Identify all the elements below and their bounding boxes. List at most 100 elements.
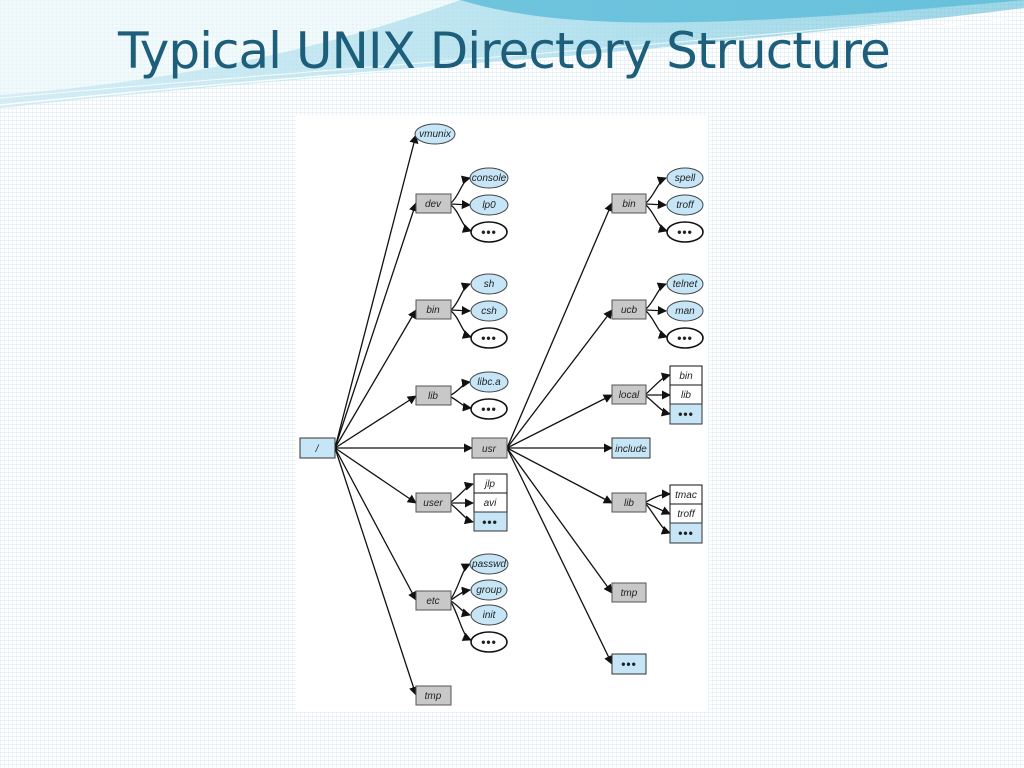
usr-lib-troff-node[interactable]: troff xyxy=(669,503,703,524)
usr-tmp-label: tmp xyxy=(621,588,638,599)
bin-directory-node[interactable]: bin xyxy=(415,299,452,320)
usr-lib-more-label: ••• xyxy=(678,526,694,540)
user-more-label: ••• xyxy=(482,515,498,529)
usr-bin-troff-label: troff xyxy=(676,200,694,211)
user-more-node[interactable]: ••• xyxy=(473,511,508,532)
usr-bin-more-label: ••• xyxy=(677,225,693,239)
usr-ucb-more-node[interactable]: ••• xyxy=(666,327,704,349)
etc-passwd-node[interactable]: passwd xyxy=(469,553,509,575)
usr-ucb-telnet-node[interactable]: telnet xyxy=(666,273,704,295)
usr-more-node[interactable]: ••• xyxy=(611,653,647,675)
etc-group-node[interactable]: group xyxy=(470,579,508,601)
usr-label: usr xyxy=(482,444,497,455)
usr-ucb-more-label: ••• xyxy=(677,331,693,345)
tmp-label: tmp xyxy=(425,691,442,702)
usr-lib-directory-node[interactable]: lib xyxy=(611,492,647,513)
lib-label: lib xyxy=(428,391,438,402)
etc-directory-node[interactable]: etc xyxy=(415,590,452,611)
dev-console-label: console xyxy=(472,173,507,184)
usr-bin-label: bin xyxy=(622,199,636,210)
usr-lib-more-node[interactable]: ••• xyxy=(669,522,703,544)
bin-csh-label: csh xyxy=(481,306,497,317)
bin-edges xyxy=(450,282,472,339)
etc-more-label: ••• xyxy=(481,635,497,649)
tmp-directory-node[interactable]: tmp xyxy=(415,685,452,706)
dev-more-label: ••• xyxy=(481,225,497,239)
usr-ucb-man-node[interactable]: man xyxy=(666,300,704,322)
dev-lp0-label: lp0 xyxy=(482,200,496,211)
etc-passwd-label: passwd xyxy=(471,559,506,570)
user-jlp-label: jlp xyxy=(483,479,495,490)
usr-bin-troff-node[interactable]: troff xyxy=(666,194,704,216)
bin-sh-node[interactable]: sh xyxy=(470,273,508,295)
usr-bin-more-node[interactable]: ••• xyxy=(666,221,704,243)
user-directory-node[interactable]: user xyxy=(415,492,452,513)
dev-more-node[interactable]: ••• xyxy=(470,221,508,243)
bin-csh-node[interactable]: csh xyxy=(470,300,508,322)
usr-local-lib-label: lib xyxy=(681,390,691,401)
usr-local-edges xyxy=(645,372,671,417)
user-avi-label: avi xyxy=(484,498,498,509)
etc-group-label: group xyxy=(476,585,502,596)
lib-more-label: ••• xyxy=(481,402,497,416)
dev-edges xyxy=(450,175,472,233)
lib-edges xyxy=(450,378,472,412)
page-title: Typical UNIX Directory Structure xyxy=(118,22,891,80)
dev-console-node[interactable]: console xyxy=(469,167,509,189)
dev-lp0-node[interactable]: lp0 xyxy=(469,194,509,216)
root-directory-node[interactable]: / xyxy=(299,437,336,459)
usr-local-lib-node[interactable]: lib xyxy=(669,384,703,405)
usr-edges xyxy=(506,202,613,665)
usr-lib-edges xyxy=(645,489,671,535)
user-avi-node[interactable]: avi xyxy=(473,492,508,513)
usr-local-directory-node[interactable]: local xyxy=(611,384,647,405)
bin-more-label: ••• xyxy=(481,331,497,345)
root-directory-label: / xyxy=(315,444,320,455)
usr-tmp-directory-node[interactable]: tmp xyxy=(611,582,647,603)
etc-more-node[interactable]: ••• xyxy=(470,631,508,653)
usr-lib-troff-label: troff xyxy=(677,509,695,520)
usr-include-node[interactable]: include xyxy=(611,437,651,459)
usr-include-label: include xyxy=(615,444,647,455)
usr-local-more-label: ••• xyxy=(678,407,694,421)
user-label: user xyxy=(423,498,443,509)
usr-ucb-directory-node[interactable]: ucb xyxy=(611,299,647,320)
usr-ucb-label: ucb xyxy=(621,305,638,316)
usr-lib-tmac-label: tmac xyxy=(675,490,697,501)
lib-more-node[interactable]: ••• xyxy=(470,398,508,420)
lib-libca-node[interactable]: libc.a xyxy=(469,371,509,393)
dev-directory-node[interactable]: dev xyxy=(415,193,452,214)
usr-ucb-edges xyxy=(645,282,668,339)
bin-more-node[interactable]: ••• xyxy=(470,327,508,349)
etc-init-label: init xyxy=(483,610,497,621)
usr-directory-node[interactable]: usr xyxy=(471,437,508,459)
root-edges xyxy=(334,134,473,696)
usr-local-label: local xyxy=(619,390,640,401)
dev-label: dev xyxy=(425,199,442,210)
usr-local-bin-node[interactable]: bin xyxy=(669,365,703,386)
user-jlp-node[interactable]: jlp xyxy=(473,473,508,494)
user-edges xyxy=(450,481,474,525)
lib-directory-node[interactable]: lib xyxy=(415,385,452,406)
bin-sh-label: sh xyxy=(484,279,495,290)
bin-label: bin xyxy=(426,305,440,316)
usr-bin-edges xyxy=(645,176,668,233)
usr-ucb-telnet-label: telnet xyxy=(673,279,699,290)
usr-local-bin-label: bin xyxy=(679,371,693,382)
etc-edges xyxy=(450,563,472,641)
lib-libca-label: libc.a xyxy=(477,377,501,388)
etc-label: etc xyxy=(426,596,439,607)
usr-lib-label: lib xyxy=(624,498,634,509)
usr-more-label: ••• xyxy=(621,657,637,671)
usr-lib-tmac-node[interactable]: tmac xyxy=(669,484,703,505)
usr-ucb-man-label: man xyxy=(675,306,695,317)
vmunix-file-node[interactable]: vmunix xyxy=(414,123,456,145)
etc-init-node[interactable]: init xyxy=(470,604,508,626)
vmunix-label: vmunix xyxy=(419,129,452,140)
usr-bin-directory-node[interactable]: bin xyxy=(611,193,647,214)
usr-local-more-node[interactable]: ••• xyxy=(669,403,703,425)
usr-bin-spell-node[interactable]: spell xyxy=(666,167,704,189)
header-wave-decoration xyxy=(0,0,1024,110)
usr-bin-spell-label: spell xyxy=(675,173,696,184)
